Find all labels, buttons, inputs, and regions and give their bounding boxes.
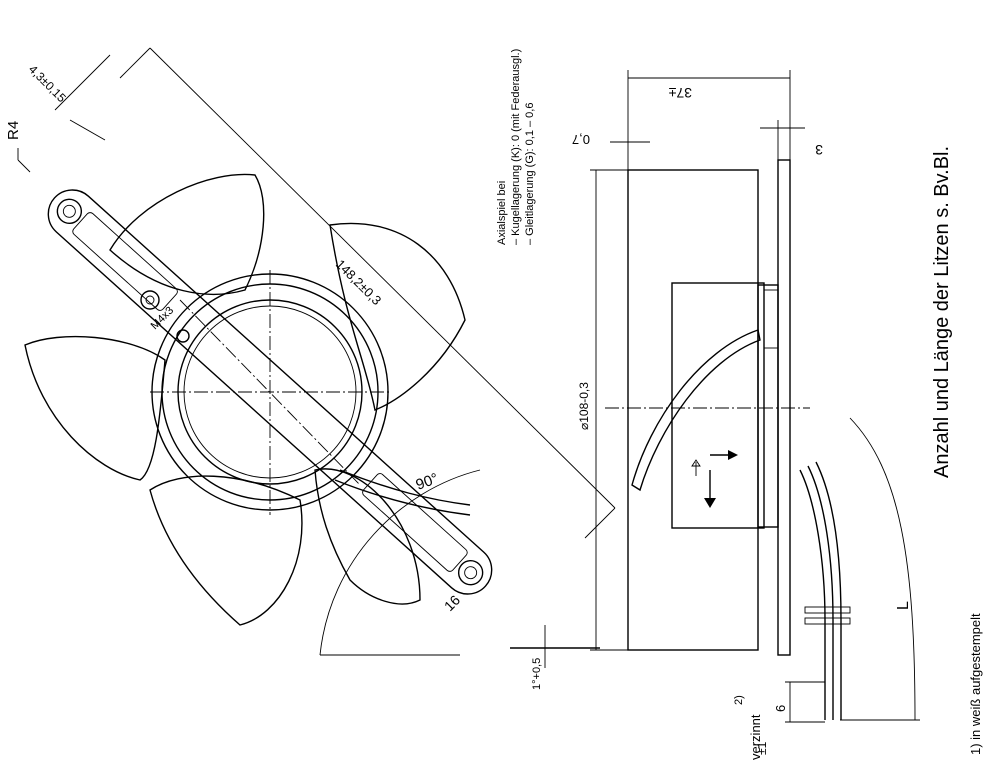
side-plate xyxy=(777,159,791,656)
fan-blade-left xyxy=(24,335,166,481)
note-footnote-1: 1) in weiß aufgestempelt xyxy=(968,613,983,755)
mounting-hole-bottom xyxy=(457,559,484,586)
rotation-arrow-down xyxy=(704,498,716,508)
note-litzen: Anzahl und Länge der Litzen s. Bv.Bl. xyxy=(931,146,953,478)
side-flange xyxy=(757,284,779,528)
label-tol-1: ±1 xyxy=(755,741,769,755)
bracket-screw xyxy=(176,329,190,343)
fan-blade-bottom xyxy=(149,475,303,626)
label-angle-1: 1°+0,5 xyxy=(531,658,543,690)
fan-blade-right xyxy=(329,222,466,411)
label-dim-37: 37± xyxy=(668,85,692,101)
mounting-hole-bottom-inner xyxy=(464,566,478,580)
mounting-bracket xyxy=(47,189,493,595)
label-dim-3: 3 xyxy=(815,142,823,158)
label-dim-16: 16 xyxy=(441,592,463,614)
fan-blade-top xyxy=(109,173,265,295)
label-sup2: 2) xyxy=(733,695,745,705)
centerline-diag xyxy=(179,299,361,486)
dim-line-148 xyxy=(149,47,616,509)
side-hub xyxy=(671,282,765,529)
blade-section xyxy=(631,329,761,492)
side-view xyxy=(590,70,920,723)
cable-front xyxy=(339,469,471,506)
label-slot-width: 4,3±0,15 xyxy=(26,62,69,105)
label-dim-L: L xyxy=(895,601,912,610)
label-dia-108: ⌀108-0,3 xyxy=(577,382,591,430)
thread-hole-inner xyxy=(145,295,155,305)
side-plate-tab xyxy=(763,289,779,349)
label-verzinnt: verzinnt xyxy=(748,714,763,760)
note-axialspiel-title: Axialspiel bei xyxy=(496,181,508,245)
side-housing xyxy=(627,169,759,651)
note-axialspiel-kugel: – Kugellagerung (K): 0 (mit Federausgl.) xyxy=(510,49,522,245)
dim-arc-L xyxy=(849,417,916,721)
cable-bundle xyxy=(799,469,826,720)
note-axialspiel-gleit: – Gleitlagerung (G): 0,1 – 0,6 xyxy=(524,103,536,245)
label-dim-07: 0,7 xyxy=(572,132,590,147)
bracket-slot-top xyxy=(72,212,178,311)
front-view xyxy=(17,47,616,668)
dim-line-4-3 xyxy=(54,54,111,111)
label-angle-90: 90° xyxy=(414,470,441,494)
mounting-hole-top xyxy=(56,198,83,225)
bracket-slot-bottom xyxy=(362,473,468,572)
label-r4: R4 xyxy=(5,121,22,140)
mounting-hole-top-inner xyxy=(62,204,76,218)
thread-hole xyxy=(140,290,160,310)
angle-arc-90 xyxy=(319,469,481,656)
fan-blade-lower-right xyxy=(314,468,421,605)
airflow-arrow-right xyxy=(728,450,738,460)
label-dim-6: 6 xyxy=(773,705,788,712)
cable-front-2 xyxy=(334,479,471,516)
cable-sleeve xyxy=(804,606,851,614)
